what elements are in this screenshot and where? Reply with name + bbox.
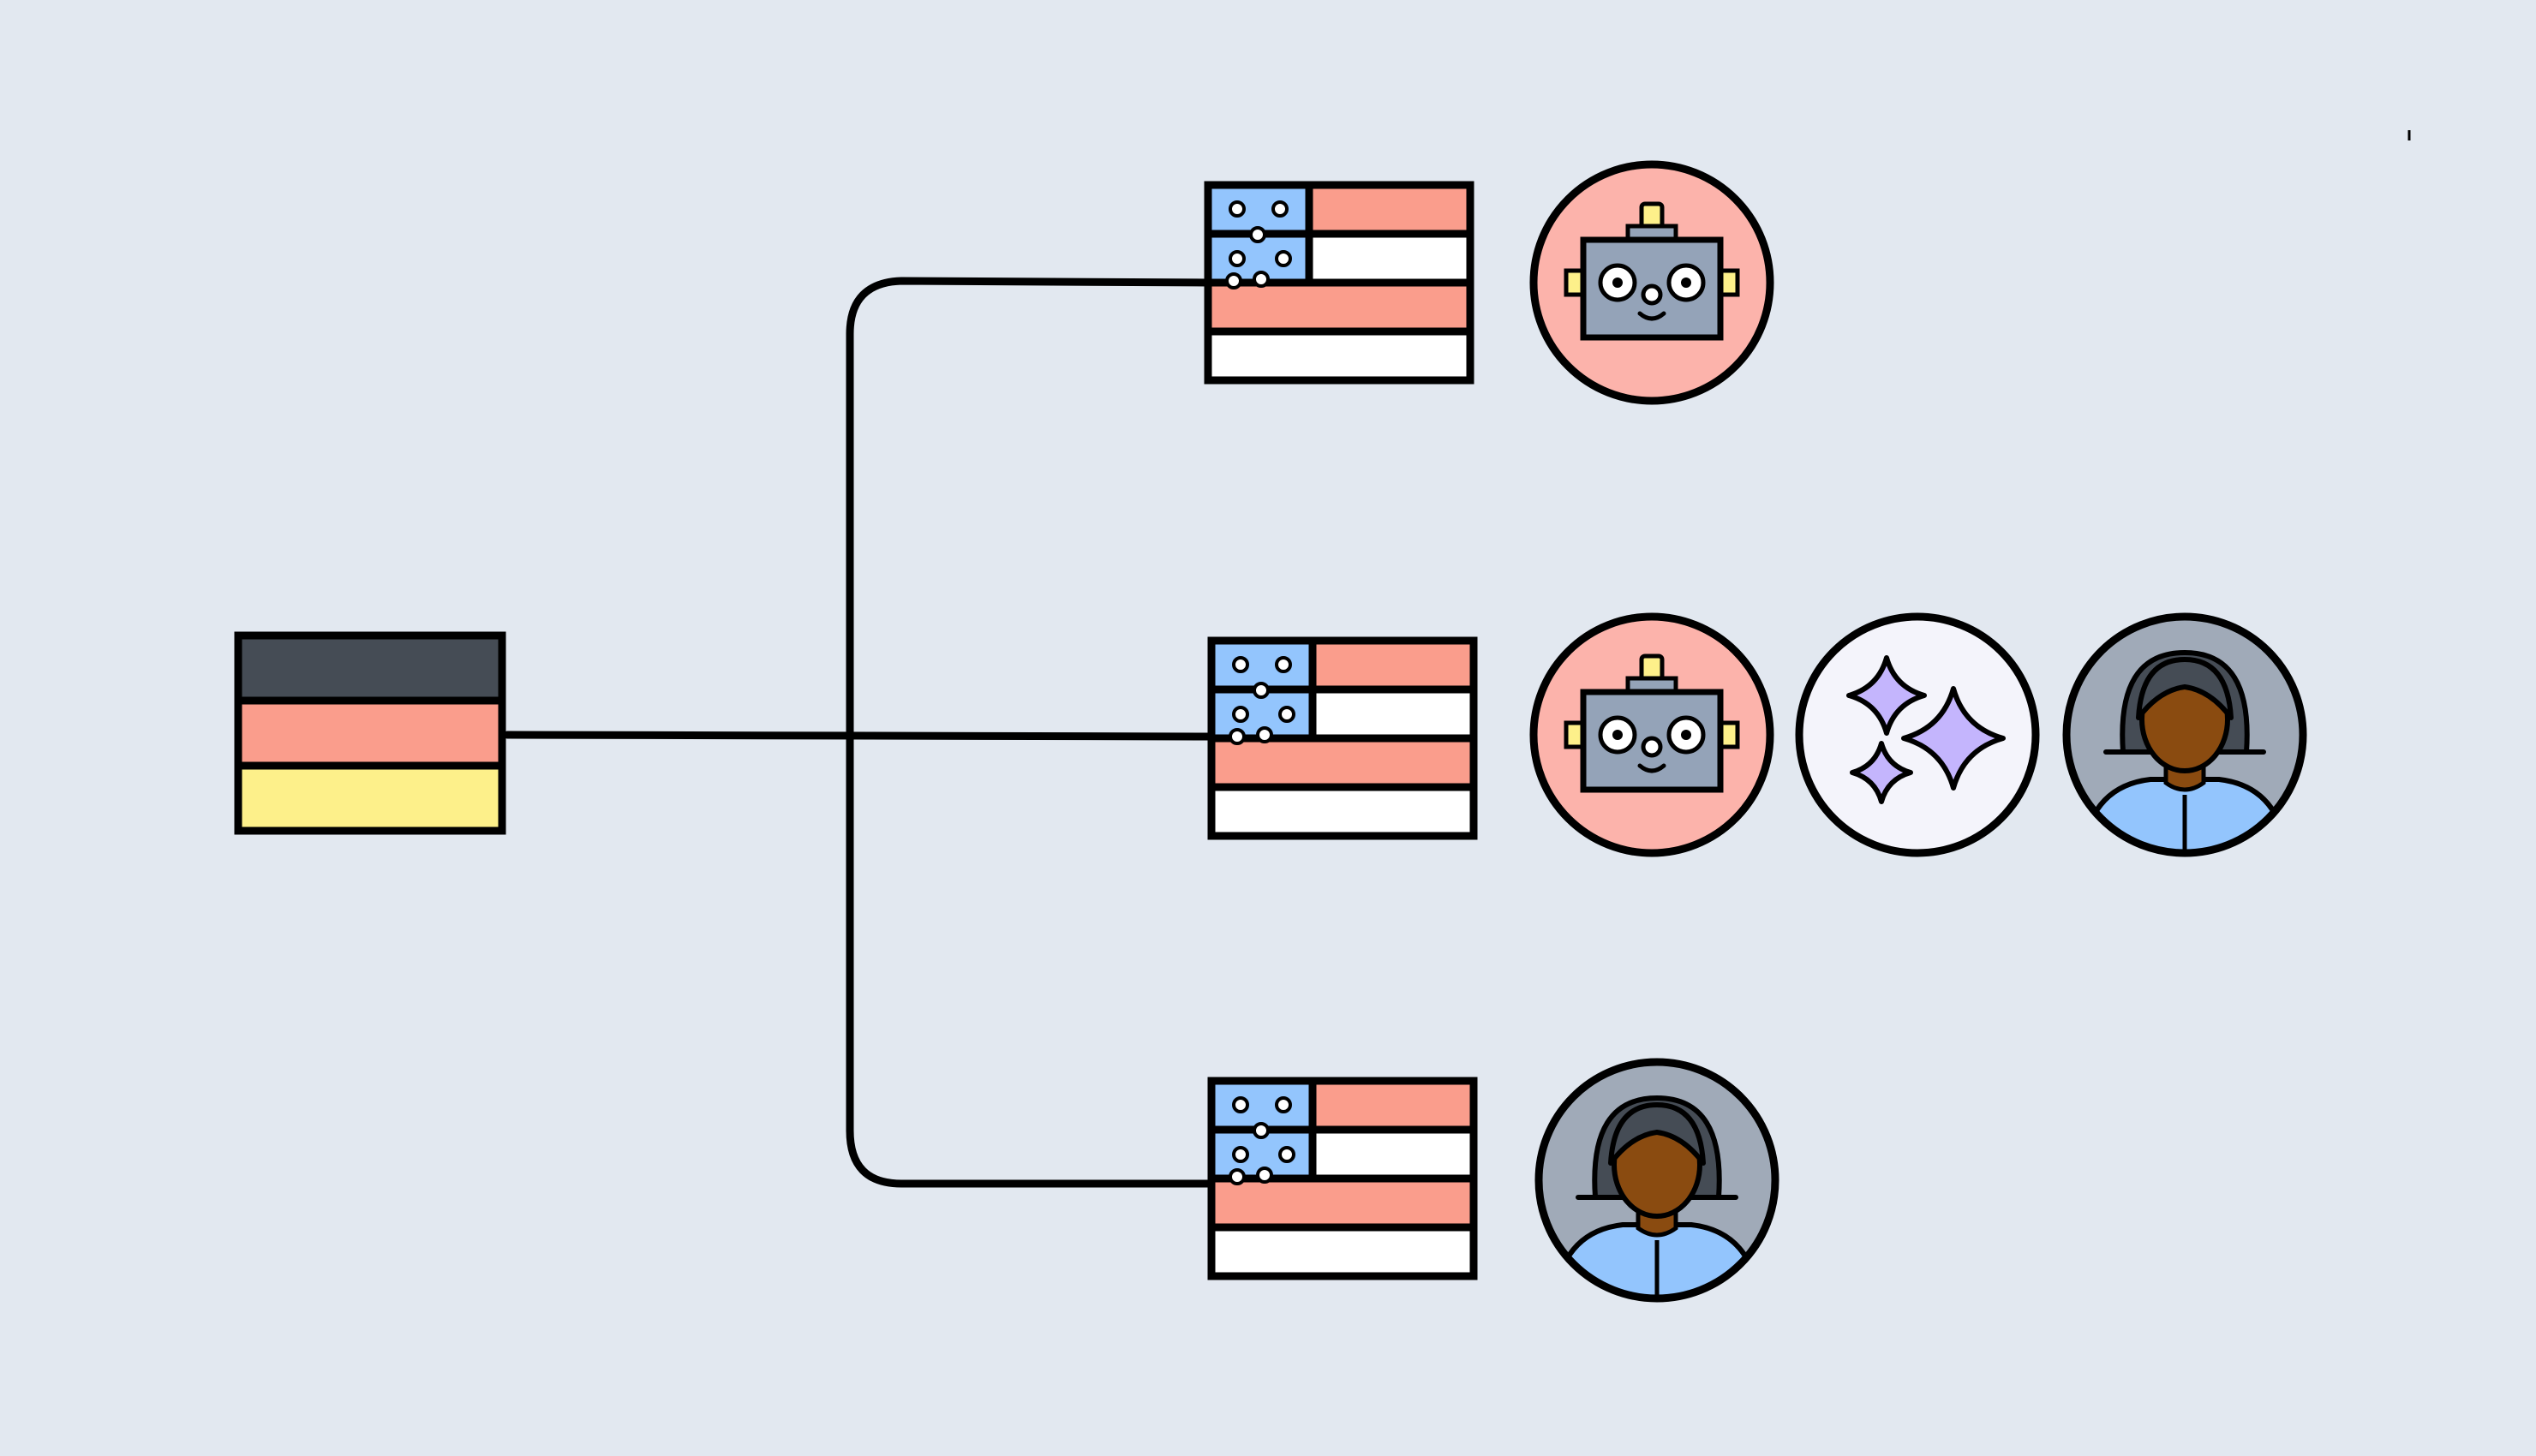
usa-star — [1232, 1146, 1249, 1163]
connector-main — [503, 731, 1212, 741]
usa-star — [1253, 682, 1270, 699]
usa-star — [1232, 706, 1249, 723]
usa-star — [1249, 226, 1266, 243]
usa-star — [1256, 726, 1273, 743]
usa-star — [1275, 250, 1292, 267]
usa-stripe — [1208, 283, 1470, 331]
sparkle-small — [1850, 741, 1913, 804]
robot-pupil-right — [1681, 277, 1691, 288]
sparkle-large-left — [1846, 655, 1927, 736]
robot-nose — [1641, 283, 1663, 306]
connector-top — [846, 277, 1212, 338]
person-figure — [1551, 1095, 1763, 1295]
robot-mouth — [1637, 311, 1666, 321]
usa-star — [1229, 250, 1246, 267]
usa-star — [1225, 272, 1242, 289]
usa-star — [1278, 1146, 1295, 1163]
connector-lines — [503, 277, 1212, 1188]
usa-star — [1271, 200, 1289, 218]
person-icon — [1534, 1058, 1779, 1303]
usa-stripe — [1211, 1227, 1474, 1276]
usa-star — [1275, 1096, 1292, 1113]
usa-star — [1253, 1122, 1270, 1139]
usa-flag-bottom — [1207, 1077, 1478, 1280]
usa-star — [1232, 656, 1249, 673]
usa-star — [1275, 656, 1292, 673]
robot-icon — [1529, 160, 1774, 405]
robot-icon — [1529, 612, 1774, 857]
usa-flag-top — [1204, 181, 1474, 385]
usa-star — [1229, 200, 1246, 218]
connector-bottom — [846, 1126, 1212, 1188]
usa-outline — [1207, 636, 1478, 840]
germany-flag — [234, 631, 506, 835]
usa-star — [1229, 1168, 1246, 1185]
usa-star — [1278, 706, 1295, 723]
usa-stripe — [1211, 787, 1474, 836]
germany-stripe-red — [238, 701, 502, 766]
robot-pupil-right — [1681, 730, 1691, 740]
person-hair-front — [1608, 1102, 1706, 1166]
usa-stripe — [1208, 331, 1470, 380]
sparkle-large-right — [1901, 686, 2006, 791]
person-hair-front — [2136, 657, 2234, 720]
robot-mouth — [1637, 763, 1666, 773]
sparkles-icon — [1795, 612, 2040, 857]
robot-nose — [1641, 736, 1663, 758]
usa-stripe — [1211, 1179, 1474, 1227]
usa-outline — [1204, 181, 1474, 385]
usa-stripe — [1211, 738, 1474, 787]
robot-pupil-left — [1612, 277, 1623, 288]
usa-star — [1256, 1167, 1273, 1184]
person-circle-outline — [2062, 612, 2307, 857]
usa-star — [1229, 728, 1246, 745]
germany-stripe-gold — [238, 766, 502, 831]
person-icon — [2062, 612, 2307, 857]
person-circle-outline — [1534, 1058, 1779, 1303]
robot-pupil-left — [1612, 730, 1623, 740]
usa-star — [1253, 271, 1270, 288]
usa-flag-middle — [1207, 636, 1478, 840]
germany-stripe-black — [238, 636, 502, 701]
usa-star — [1232, 1096, 1249, 1113]
